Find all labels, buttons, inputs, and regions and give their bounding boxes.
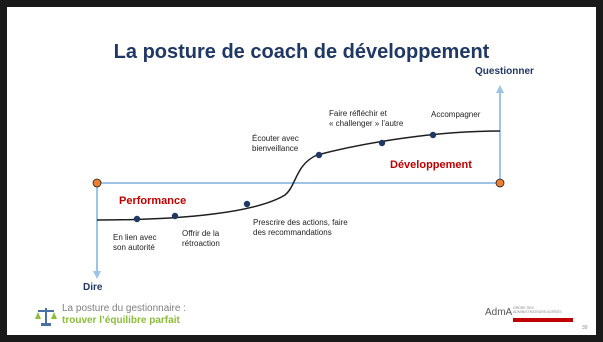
step-label-5: Faire réfléchir et« challenger » l’autre (329, 109, 404, 128)
performance-label: Performance (119, 195, 187, 207)
page-number: 39 (582, 325, 588, 331)
adma-logo: AdmA (485, 307, 513, 318)
adma-logo-bar (513, 318, 573, 322)
questionner-label: Questionner (475, 66, 534, 77)
step-marker-1 (133, 215, 141, 223)
step-marker-4 (315, 151, 323, 159)
step-marker-3 (243, 200, 251, 208)
slide: La posture de coach de développement Que… (7, 7, 596, 335)
step-marker-5 (378, 139, 386, 147)
step-marker-6 (429, 131, 437, 139)
step-marker-2 (171, 212, 179, 220)
footer-subtitle: La posture du gestionnaire : (62, 303, 186, 314)
posture-curve (96, 130, 501, 221)
dire-label: Dire (83, 282, 103, 293)
step-label-6: Accompagner (431, 110, 481, 119)
left-endpoint (92, 178, 102, 188)
footer-tagline: trouver l’équilibre parfait (62, 315, 180, 326)
balance-scale-icon (35, 308, 57, 326)
page-title: La posture de coach de développement (113, 41, 490, 63)
posture-diagram (92, 85, 505, 279)
developpement-label: Développement (390, 159, 472, 171)
right-endpoint (495, 178, 505, 188)
